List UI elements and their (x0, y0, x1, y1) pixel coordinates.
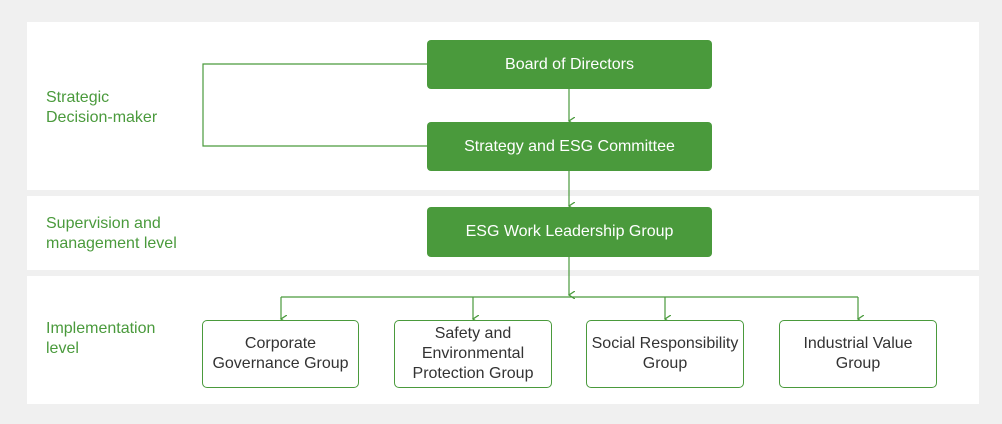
social-responsibility-group-node: Social Responsibility Group (586, 320, 744, 388)
level-label-implementation: Implementation level (46, 320, 156, 357)
esg-work-leadership-group-node: ESG Work Leadership Group (427, 207, 712, 257)
industrial-value-group-node: Industrial Value Group (779, 320, 937, 388)
board-of-directors-node: Board of Directors (427, 40, 712, 89)
corporate-governance-group-node: Corporate Governance Group (202, 320, 359, 388)
bracket-line (202, 63, 427, 147)
level-label-supervision: Supervision and management level (46, 215, 177, 252)
safety-environmental-protection-group-node: Safety and Environmental Protection Grou… (394, 320, 552, 388)
strategy-esg-committee-node: Strategy and ESG Committee (427, 122, 712, 171)
level-label-strategic: Strategic Decision-maker (46, 89, 158, 126)
